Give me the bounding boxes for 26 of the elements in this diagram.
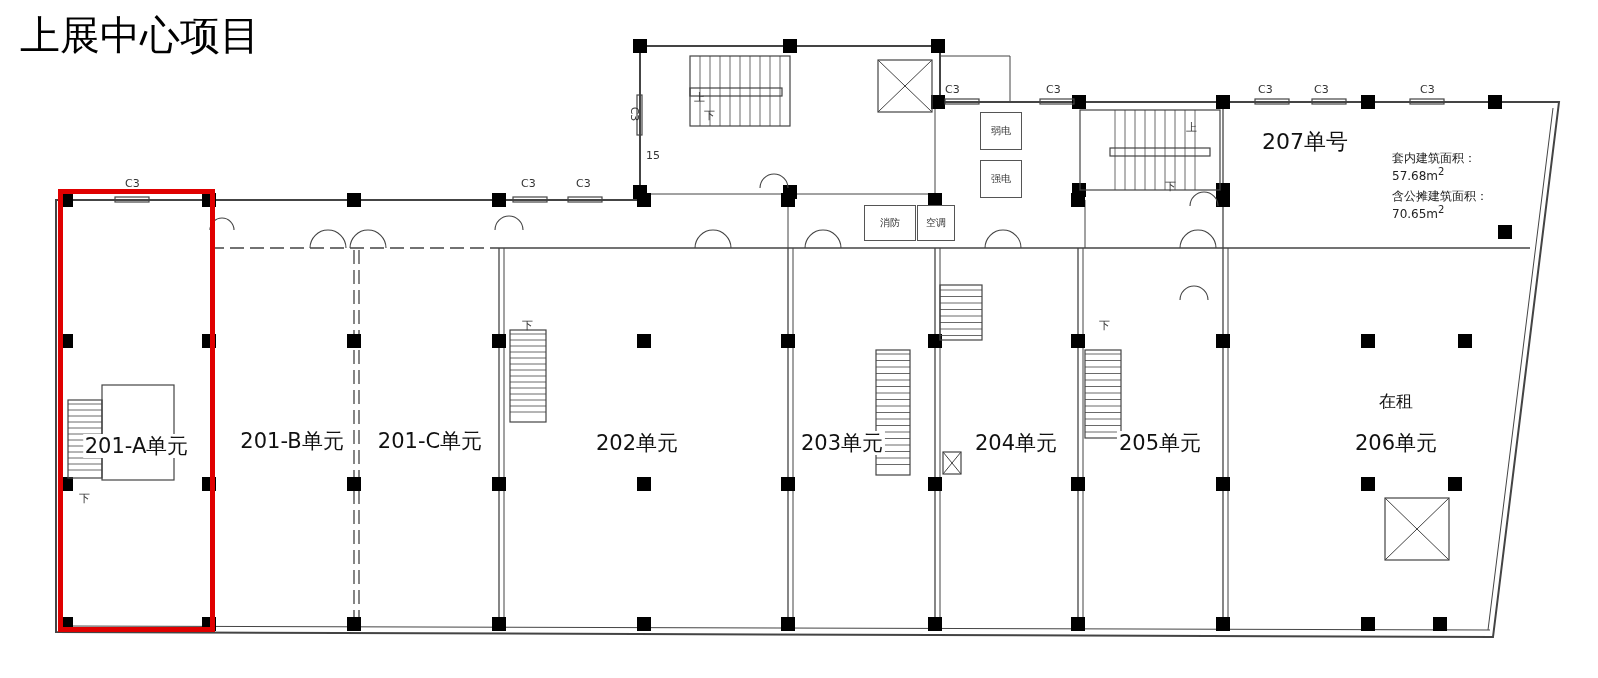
area-note: 含公摊建筑面积：70.65m$^{2}$ (1392, 189, 1489, 221)
plan-annotation: 上 (1186, 122, 1197, 134)
utility-room: 空调 (917, 205, 955, 241)
highlight-frame (58, 189, 215, 632)
plan-annotation: C3 (576, 178, 591, 190)
plan-annotation: C3 (1420, 84, 1435, 96)
plan-annotation: 下 (79, 493, 90, 505)
plan-annotation: C3 (1046, 84, 1061, 96)
plan-annotation: C3 (1258, 84, 1273, 96)
plan-annotation: C3 (1314, 84, 1329, 96)
plan-annotation: C3 (125, 178, 140, 190)
plan-annotation: C3 (521, 178, 536, 190)
plan-annotation: 下 (1099, 320, 1110, 332)
plan-annotation: 下 (522, 320, 533, 332)
utility-room: 弱电 (980, 112, 1022, 150)
plan-annotation: 下 (704, 110, 715, 122)
plan-annotation: 下 (1165, 181, 1176, 193)
area-note: 套内建筑面积：57.68m$^{2}$ (1392, 151, 1477, 183)
plan-annotation: 15 (646, 150, 660, 162)
plan-annotation: C3 (945, 84, 960, 96)
plan-annotation: 上 (694, 92, 705, 104)
utility-room: 消防 (864, 205, 916, 241)
unit-label: 201-B单元 (238, 429, 346, 453)
utility-room: 强电 (980, 160, 1022, 198)
plan-annotation: C3 (628, 106, 641, 122)
title: 上展中心项目 (20, 12, 260, 58)
